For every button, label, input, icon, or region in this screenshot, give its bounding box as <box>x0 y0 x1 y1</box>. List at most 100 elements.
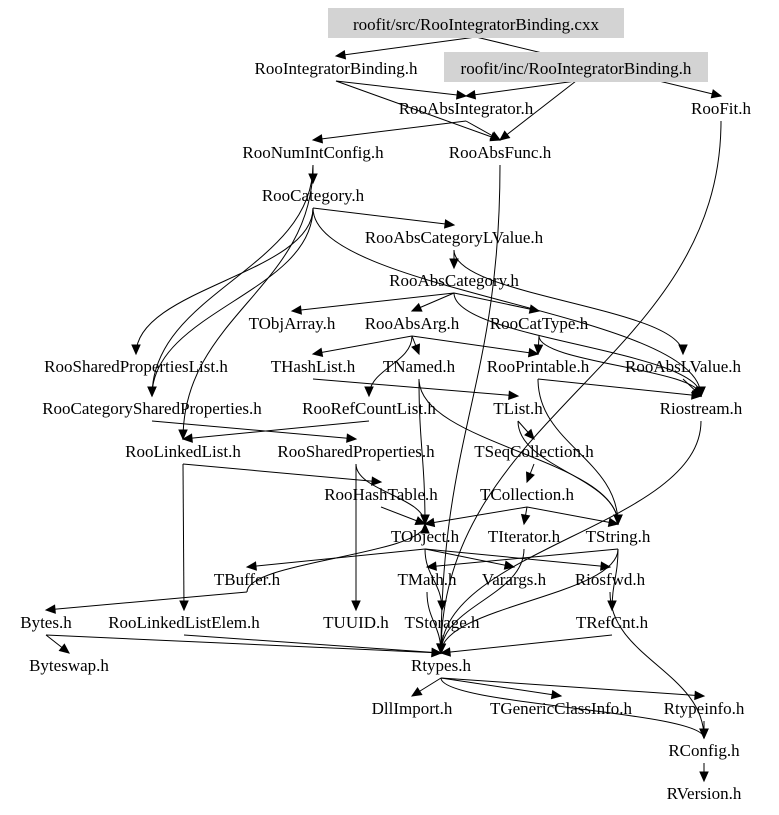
node-label: RooRefCountList.h <box>302 399 436 418</box>
edge-rtypes-h-to-rconfig-h <box>440 677 705 739</box>
edge-tcollection-h-to-tstring-h <box>526 506 619 525</box>
edge-tlist-h-to-tstring-h <box>517 420 619 525</box>
node-riostream-h[interactable]: Riostream.h <box>660 399 743 418</box>
node-roosharedproperties-h[interactable]: RooSharedProperties.h <box>277 442 435 461</box>
node-tnamed-h[interactable]: TNamed.h <box>383 357 456 376</box>
node-rooabsintegrator-h[interactable]: RooAbsIntegrator.h <box>399 99 534 118</box>
node-label: RooHashTable.h <box>324 485 438 504</box>
edge-trefcnt-h-to-rtypes-h <box>440 634 613 654</box>
node-rtypes-h[interactable]: Rtypes.h <box>411 656 471 675</box>
node-tobjarray-h[interactable]: TObjArray.h <box>249 314 336 333</box>
node-label: TStorage.h <box>404 613 480 632</box>
edge-rooabscategory-h-to-roocattype-h <box>453 292 540 312</box>
node-roointegratorbinding-h[interactable]: RooIntegratorBinding.h <box>255 59 418 78</box>
arrowhead-icon <box>499 130 511 141</box>
edge-rooabscategory-h-to-tobjarray-h <box>291 292 455 312</box>
arrowhead-icon <box>371 476 383 486</box>
node-label: RooSharedProperties.h <box>277 442 435 461</box>
node-tgenericclassinfo-h[interactable]: TGenericClassInfo.h <box>490 699 633 718</box>
node-label: TGenericClassInfo.h <box>490 699 633 718</box>
node-trefcnt-h[interactable]: TRefCnt.h <box>576 613 649 632</box>
node-titerator-h[interactable]: TIterator.h <box>488 527 561 546</box>
arrowhead-icon <box>411 343 421 356</box>
node-label: TBuffer.h <box>214 570 281 589</box>
node-label: RooAbsIntegrator.h <box>399 99 534 118</box>
node-rooabsarg-h[interactable]: RooAbsArg.h <box>365 314 460 333</box>
node-rooabscategorylvalue-h[interactable]: RooAbsCategoryLValue.h <box>365 228 544 247</box>
node-dllimport-h[interactable]: DllImport.h <box>372 699 453 718</box>
arrowhead-icon <box>179 600 189 612</box>
node-tstring-h[interactable]: TString.h <box>586 527 651 546</box>
node-thashlist-h[interactable]: THashList.h <box>271 357 356 376</box>
node-label: THashList.h <box>271 357 356 376</box>
edge-inc-h-to-rooabsintegrator-h <box>465 80 577 97</box>
node-rooabscategory-h[interactable]: RooAbsCategory.h <box>389 271 519 290</box>
arrowhead-icon <box>456 90 468 100</box>
arrowhead-icon <box>710 89 723 99</box>
node-tmath-h[interactable]: TMath.h <box>397 570 457 589</box>
node-roolinkedlistelem-h[interactable]: RooLinkedListElem.h <box>108 613 260 632</box>
edge-tbuffer-h-to-bytes-h <box>45 591 248 611</box>
arrowhead-icon <box>699 771 709 783</box>
node-label: RooSharedPropertiesList.h <box>44 357 228 376</box>
arrowhead-icon <box>528 304 541 314</box>
node-roocategory-h[interactable]: RooCategory.h <box>262 186 365 205</box>
arrowhead-icon <box>410 302 423 312</box>
arrowhead-icon <box>58 643 70 654</box>
node-rooprintable-h[interactable]: RooPrintable.h <box>487 357 590 376</box>
arrowhead-icon <box>290 305 302 315</box>
edge-roocategorysharedproperties-h-to-roosharedproperties-h <box>151 420 357 440</box>
node-varargs-h[interactable]: Varargs.h <box>482 570 547 589</box>
arrowhead-icon <box>533 344 544 356</box>
node-roocategorysharedproperties-h[interactable]: RooCategorySharedProperties.h <box>42 399 262 418</box>
node-label: TUUID.h <box>323 613 389 632</box>
node-bytes-h[interactable]: Bytes.h <box>20 613 72 632</box>
node-src-cxx[interactable]: roofit/src/RooIntegratorBinding.cxx <box>328 8 624 38</box>
node-roocattype-h[interactable]: RooCatType.h <box>490 314 589 333</box>
node-byteswap-h[interactable]: Byteswap.h <box>29 656 109 675</box>
arrowhead-icon <box>437 600 447 612</box>
edge-roocategory-h-to-roocategorysharedproperties-h <box>151 207 314 397</box>
node-label: RooCategorySharedProperties.h <box>42 399 262 418</box>
node-tseqcollection-h[interactable]: TSeqCollection.h <box>474 442 594 461</box>
node-label: RooNumIntConfig.h <box>242 143 384 162</box>
node-roofit-h[interactable]: RooFit.h <box>691 99 751 118</box>
node-tlist-h[interactable]: TList.h <box>493 399 543 418</box>
node-tstorage-h[interactable]: TStorage.h <box>404 613 480 632</box>
node-tuuid-h[interactable]: TUUID.h <box>323 613 389 632</box>
node-label: Varargs.h <box>482 570 547 589</box>
edge-roocategory-h-to-rooabscategorylvalue-h <box>312 207 455 226</box>
edge-rooabsarg-h-to-thashlist-h <box>312 335 413 355</box>
edge-rooabscategorylvalue-h-to-rooabslvalue-h <box>453 249 684 355</box>
node-roolinkedlist-h[interactable]: RooLinkedList.h <box>125 442 241 461</box>
node-label: Rtypeinfo.h <box>664 699 745 718</box>
node-label: roofit/inc/RooIntegratorBinding.h <box>461 59 692 78</box>
arrowhead-icon <box>694 690 706 701</box>
node-rooabsfunc-h[interactable]: RooAbsFunc.h <box>449 143 552 162</box>
node-tbuffer-h[interactable]: TBuffer.h <box>214 570 281 589</box>
edge-tnamed-h-to-tobject-h <box>418 378 426 525</box>
edge-src-cxx-to-roointegratorbinding-h <box>335 36 477 57</box>
node-rooabslvalue-h[interactable]: RooAbsLValue.h <box>625 357 742 376</box>
edge-rooprintable-h-to-riostream-h <box>537 378 702 397</box>
node-label: Byteswap.h <box>29 656 109 675</box>
node-roosharedpropertieslist-h[interactable]: RooSharedPropertiesList.h <box>44 357 228 376</box>
node-rversion-h[interactable]: RVersion.h <box>667 784 742 803</box>
node-rtypeinfo-h[interactable]: Rtypeinfo.h <box>664 699 745 718</box>
arrowhead-icon <box>44 604 56 614</box>
node-roohashtable-h[interactable]: RooHashTable.h <box>324 485 438 504</box>
node-roorefcountlist-h[interactable]: RooRefCountList.h <box>302 399 436 418</box>
arrowhead-icon <box>699 728 709 740</box>
node-rconfig-h[interactable]: RConfig.h <box>668 741 740 760</box>
node-label: DllImport.h <box>372 699 453 718</box>
arrowhead-icon <box>423 517 436 528</box>
node-label: Rtypes.h <box>411 656 471 675</box>
node-label: RooCatType.h <box>490 314 589 333</box>
arrowhead-icon <box>439 647 451 657</box>
node-tobject-h[interactable]: TObject.h <box>391 527 460 546</box>
node-tcollection-h[interactable]: TCollection.h <box>480 485 574 504</box>
node-inc-h[interactable]: roofit/inc/RooIntegratorBinding.h <box>444 52 708 82</box>
node-riosfwd-h[interactable]: Riosfwd.h <box>575 570 646 589</box>
node-roonumintconfig-h[interactable]: RooNumIntConfig.h <box>242 143 384 162</box>
edge-tbuffer-h-to-tobject-h <box>246 523 426 593</box>
